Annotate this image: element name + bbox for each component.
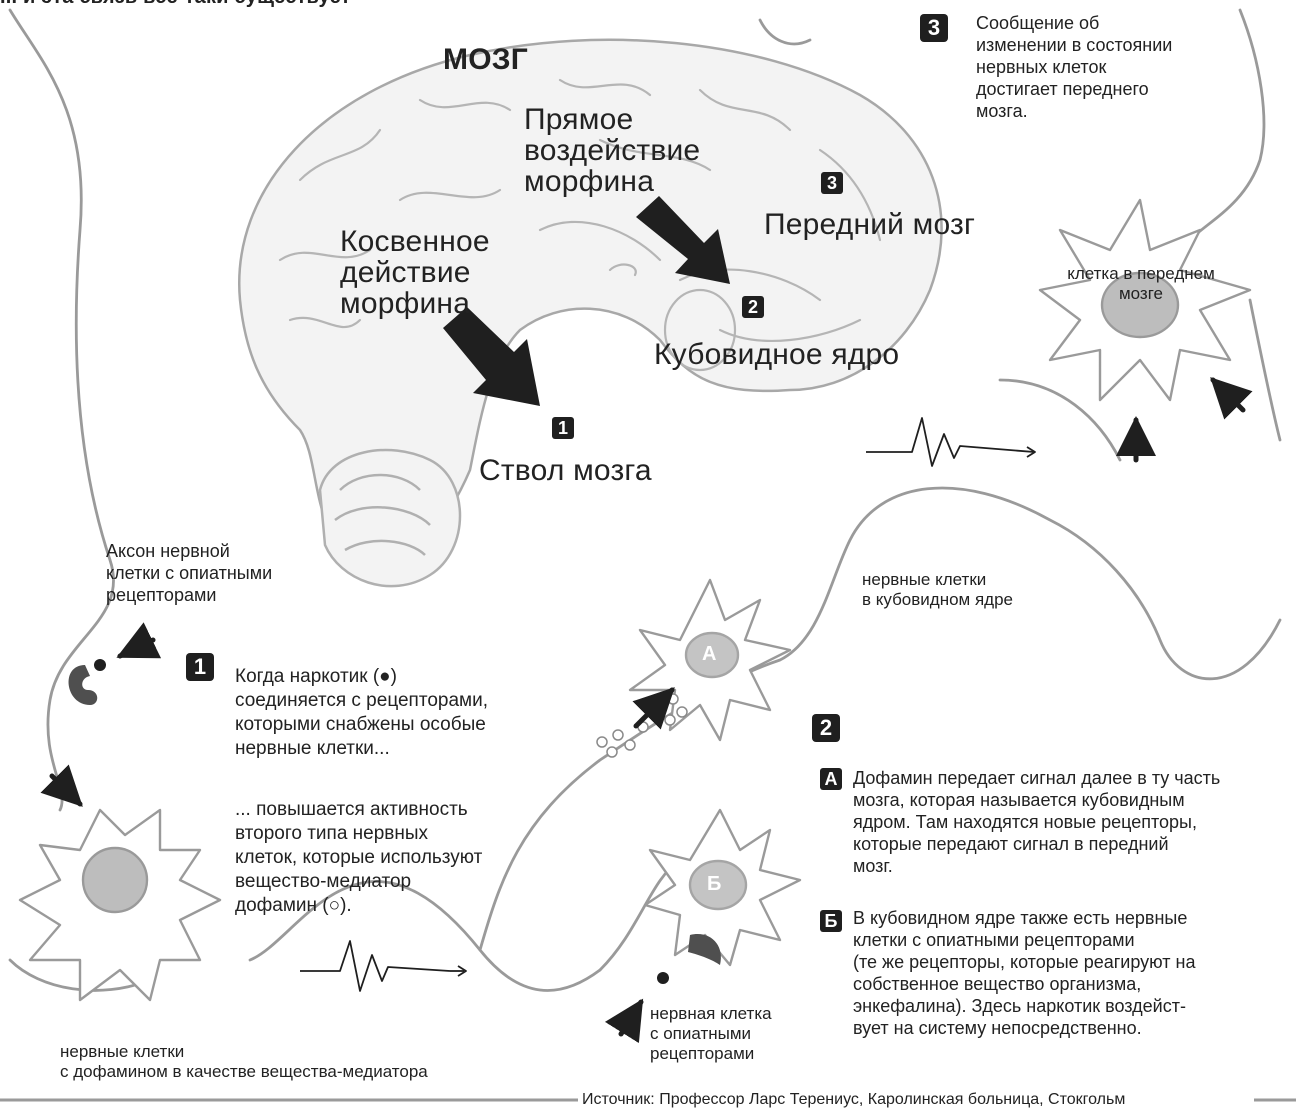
item-a-badge: А [820,768,842,790]
step-1-badge: 1 [186,653,214,681]
step-1-text-a: Когда наркотик (●) соединяется с рецепто… [235,665,488,761]
region-3-badge: 3 [821,172,843,194]
dopamine-cells-label: нервные клетки с дофамином в качестве ве… [60,1042,428,1082]
direct-effect-label: Прямое воздействие морфина [524,104,700,197]
step-1-text-b: ... повышается активность второго типа н… [235,798,482,918]
cell-a-label: А [702,643,716,666]
item-a-text: Дофамин передает сигнал далее в ту часть… [853,767,1220,877]
region-1-label: Ствол мозга [479,455,652,486]
indirect-effect-label: Косвенное действие морфина [340,226,490,319]
item-b-text: В кубовидном ядре также есть нервные кле… [853,907,1195,1039]
item-b-badge: Б [820,910,842,932]
cerebellum [320,450,460,586]
step-3-badge: 3 [920,14,948,42]
source-credit: Источник: Профессор Ларс Терениус, Карол… [578,1090,1254,1110]
region-3-label: Передний мозг [764,209,975,240]
region-1-badge: 1 [552,417,574,439]
step-2-badge: 2 [812,714,840,742]
header-title-fragment: ... и эта связь всё-таки существует [0,0,351,9]
region-2-badge: 2 [742,296,764,318]
cell-b-label: Б [707,873,721,896]
axon-label: Аксон нервной клетки с опиатными рецепто… [106,540,272,606]
nucleus-cells-label: нервные клетки в кубовидном ядре [862,570,1013,610]
forebrain-cell-label: клетка в переднем мозге [1036,264,1246,304]
region-2-label: Кубовидное ядро [654,339,899,370]
brain-title: МОЗГ [443,44,528,75]
opiate-cell-label: нервная клетка с опиатными рецепторами [650,1004,772,1064]
step-3-text: Сообщение об изменении в состоянии нервн… [976,12,1172,122]
